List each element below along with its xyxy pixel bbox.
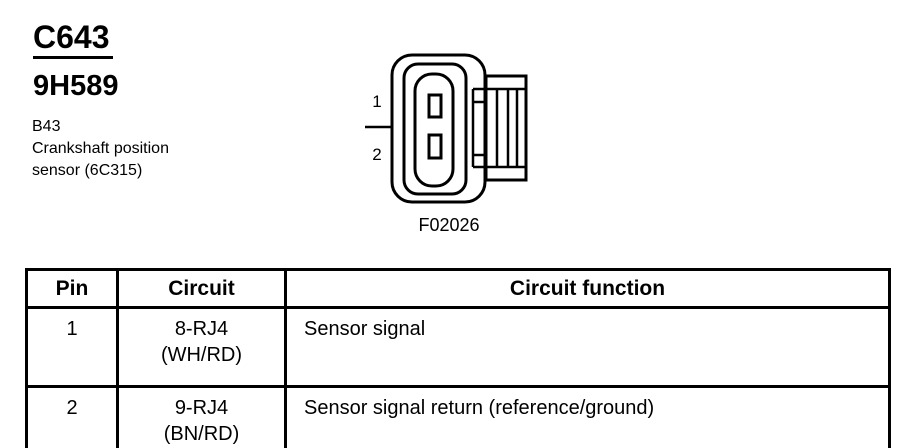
pin-cell: 2 bbox=[25, 385, 119, 448]
circuit-cell: 9-RJ4 (BN/RD) bbox=[116, 385, 287, 448]
pin-1-slot bbox=[427, 93, 443, 119]
circuit-cell: 8-RJ4 (WH/RD) bbox=[116, 306, 287, 388]
circuit-function-cell: Sensor signal bbox=[284, 306, 891, 388]
connector-cavity bbox=[413, 72, 455, 188]
component-block: B43 Crankshaft position sensor (6C315) bbox=[32, 116, 197, 182]
component-code: B43 bbox=[32, 118, 61, 135]
table-header-row: Pin Circuit Circuit function bbox=[25, 268, 891, 309]
part-number: 9H589 bbox=[33, 70, 119, 102]
circuit-function-column-header: Circuit function bbox=[284, 268, 891, 309]
circuit-column-header: Circuit bbox=[116, 268, 287, 309]
connector-inner-outline bbox=[402, 62, 468, 196]
table-row: 2 9-RJ4 (BN/RD) Sensor signal return (re… bbox=[25, 385, 891, 448]
pin-column-header: Pin bbox=[25, 268, 119, 309]
figure-code: F02026 bbox=[418, 215, 479, 235]
latch-detail bbox=[471, 87, 526, 169]
connector-body-outline bbox=[390, 53, 487, 204]
latch-outline bbox=[484, 74, 528, 182]
pinout-table: Pin Circuit Circuit function 1 8-RJ4 (WH… bbox=[25, 268, 891, 448]
pin-cell: 1 bbox=[25, 306, 119, 388]
circuit-function-cell: Sensor signal return (reference/ground) bbox=[284, 385, 891, 448]
pin-1-label: 1 bbox=[372, 92, 381, 111]
connector-figure: 1 2 F02026 bbox=[365, 53, 528, 235]
table-row: 1 8-RJ4 (WH/RD) Sensor signal bbox=[25, 306, 891, 388]
component-description: Crankshaft position sensor (6C315) bbox=[32, 140, 169, 179]
connector-id-title: C643 bbox=[33, 21, 113, 59]
pin-2-slot bbox=[427, 133, 443, 160]
pin-2-label: 2 bbox=[372, 145, 381, 164]
